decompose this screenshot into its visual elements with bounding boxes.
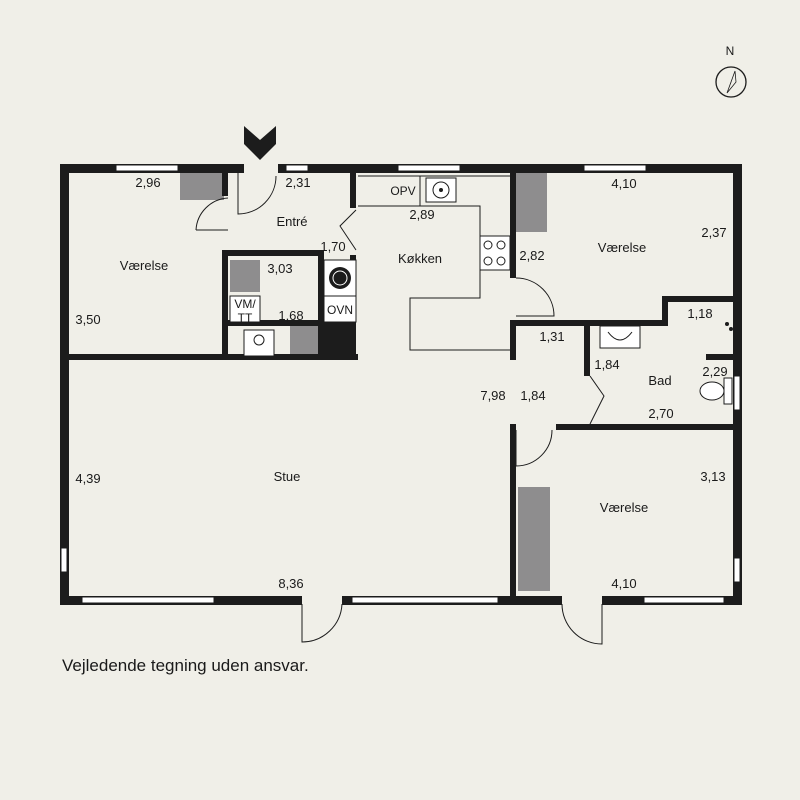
dimension-label: 2,70 — [648, 406, 673, 421]
entrance-arrow-icon — [244, 126, 276, 160]
cooktop-icon — [479, 235, 511, 271]
dimension-label: 4,39 — [75, 471, 100, 486]
dimension-label: 1,68 — [278, 308, 303, 323]
dimension-label: 2,82 — [519, 248, 544, 263]
fixture-label-tt: TT — [238, 311, 253, 325]
dimension-label: 2,89 — [409, 207, 434, 222]
oven-fan-icon — [329, 267, 351, 289]
bathroom-sink-icon — [607, 331, 633, 341]
disclaimer-text: Vejledende tegning uden ansvar. — [62, 656, 309, 675]
dimension-label: 1,31 — [539, 329, 564, 344]
fixture-label-vm: VM/ — [234, 297, 256, 311]
room-label-entre: Entré — [276, 214, 307, 229]
utility-sink-icon — [253, 334, 265, 346]
kitchen-counter — [358, 175, 510, 351]
dimension-label: 3,13 — [700, 469, 725, 484]
compass-ring — [715, 66, 747, 98]
kitchen-sink-icon — [432, 181, 450, 199]
room-label-vaerelse-se: Værelse — [600, 500, 648, 515]
cabinets — [180, 172, 550, 591]
dimension-label: 1,84 — [520, 388, 545, 403]
fitting-icon — [725, 322, 733, 331]
dimension-label: 2,37 — [701, 225, 726, 240]
toilet-icon — [699, 377, 733, 405]
dimension-label: 1,70 — [320, 239, 345, 254]
dimension-label: 4,10 — [611, 176, 636, 191]
dimension-label: 8,36 — [278, 576, 303, 591]
dimension-label: 1,84 — [594, 357, 619, 372]
room-label-kokken: Køkken — [398, 251, 442, 266]
compass: N — [715, 44, 747, 98]
dimension-label: 2,96 — [135, 175, 160, 190]
room-label-vaerelse-nw: Værelse — [120, 258, 168, 273]
dimension-label: 2,31 — [285, 175, 310, 190]
room-label-vaerelse-ne: Værelse — [598, 240, 646, 255]
doors — [195, 173, 605, 645]
windows — [60, 164, 741, 604]
fixture-label-ovn: OVN — [327, 303, 353, 317]
room-label-stue: Stue — [274, 469, 301, 484]
fixture-label-opv: OPV — [390, 184, 415, 198]
dimension-label: 4,10 — [611, 576, 636, 591]
dimension-label: 7,98 — [480, 388, 505, 403]
room-label-bad: Bad — [648, 373, 671, 388]
walls — [60, 164, 742, 605]
dimension-label: 1,18 — [687, 306, 712, 321]
compass-north-label: N — [726, 44, 735, 58]
dimension-label: 2,29 — [702, 364, 727, 379]
dimension-label: 3,50 — [75, 312, 100, 327]
dimension-label: 3,03 — [267, 261, 292, 276]
